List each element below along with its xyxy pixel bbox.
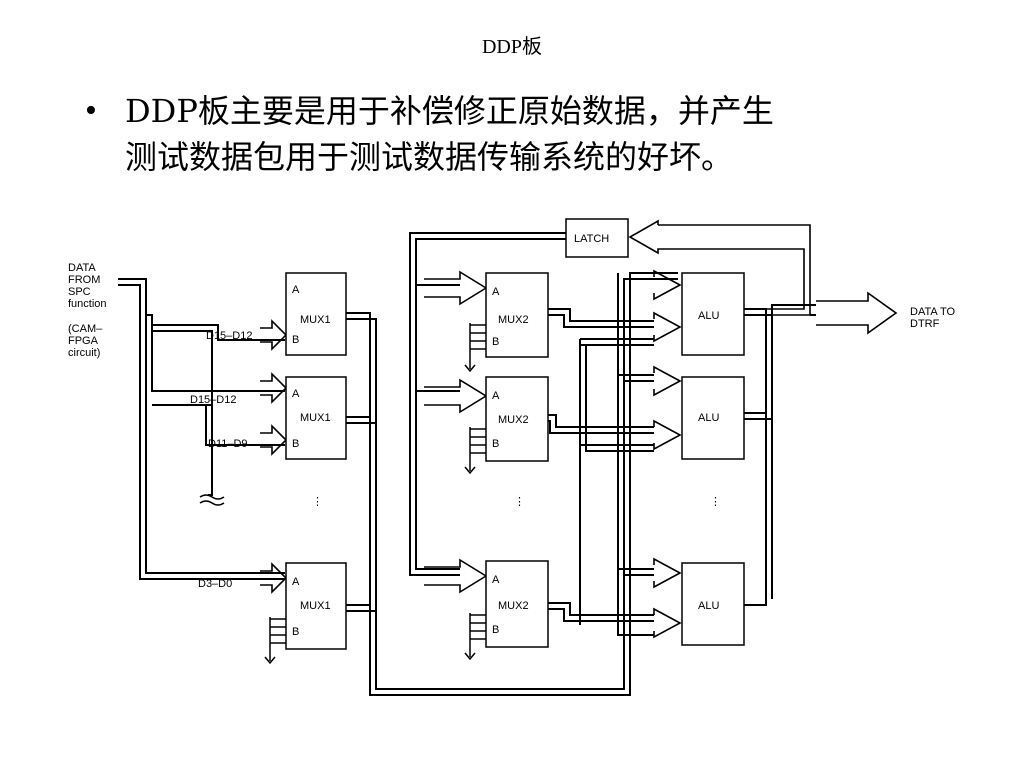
mux1-output-bus	[346, 272, 678, 696]
bus-label: D3–D0	[198, 578, 232, 590]
bus-label: D11–D9	[208, 438, 248, 450]
ground-icon	[464, 323, 486, 373]
mux1-block: A MUX1 B	[285, 272, 347, 356]
latch-block: LATCH	[565, 218, 629, 258]
port-a-label: A	[492, 574, 500, 586]
bullet-line-2: 测试数据包用于测试数据传输系统的好坏。	[125, 138, 734, 176]
ellipsis: ⋮	[514, 496, 525, 508]
mux2-input-arrows	[424, 270, 488, 594]
ground-icon	[464, 427, 486, 475]
port-a-label: A	[292, 284, 300, 296]
mux2-block: A MUX2 B	[485, 560, 549, 648]
port-a-label: A	[492, 286, 500, 298]
ellipsis: ⋮	[312, 496, 323, 508]
ground-icon	[264, 617, 286, 665]
ddp-block-diagram: DATA FROM SPC function (CAM– FPGA circui…	[68, 218, 955, 696]
bullet-text: DDP板主要是用于补偿修正原始数据，并产生 测试数据包用于测试数据传输系统的好坏…	[125, 88, 955, 180]
output-label-line: DTRF	[910, 318, 940, 330]
slide-title: DDP板	[481, 36, 542, 58]
port-b-label: B	[292, 334, 299, 346]
bus-label: D15–D12	[190, 394, 236, 406]
input-label-line: DATA	[68, 262, 96, 274]
alu-block: ALU	[681, 272, 745, 356]
alu-input-bus	[617, 273, 654, 636]
port-b-label: B	[492, 438, 499, 450]
mux1-label: MUX1	[300, 600, 331, 612]
ground-icon	[464, 613, 486, 661]
port-a-label: A	[292, 388, 300, 400]
bus-break-icon	[199, 494, 225, 506]
input-label-line: SPC	[68, 286, 91, 298]
input-label-line: FROM	[68, 274, 100, 286]
alu-input-arrows	[653, 269, 682, 639]
alu-label: ALU	[698, 310, 719, 322]
bus-label: D15–D12	[206, 330, 252, 342]
port-b-label: B	[292, 626, 299, 638]
port-a-label: A	[492, 390, 500, 402]
ellipsis: ⋮	[710, 496, 721, 508]
alu-block: ALU	[681, 562, 745, 646]
latch-feedback-arrow	[628, 219, 805, 310]
alu-label: ALU	[698, 600, 719, 612]
mux2-output-bus	[548, 308, 654, 625]
input-label-line: (CAM–	[68, 323, 103, 335]
bullet-line-1: DDP板主要是用于补偿修正原始数据，并产生	[125, 92, 774, 130]
latch-feedback-line	[658, 224, 811, 316]
alu-output-bus	[744, 304, 816, 606]
input-label: DATA FROM SPC function (CAM– FPGA circui…	[68, 262, 107, 359]
mux1-input-arrows	[260, 319, 288, 594]
input-label-line: FPGA	[68, 335, 99, 347]
output-label-line: DATA TO	[910, 306, 955, 318]
mux1-block: A MUX1 B	[285, 376, 347, 460]
alu-label: ALU	[698, 412, 719, 424]
mux2-label: MUX2	[498, 414, 529, 426]
input-label-line: function	[68, 298, 107, 310]
port-b-label: B	[292, 438, 299, 450]
mux2-block: A MUX2 B	[485, 272, 549, 358]
mux1-block: A MUX1 B	[285, 562, 347, 650]
input-label-line: circuit)	[68, 347, 100, 359]
mux2-block: A MUX2 B	[485, 376, 549, 462]
mux1-label: MUX1	[300, 314, 331, 326]
output-arrow	[816, 291, 898, 335]
latch-label: LATCH	[574, 233, 609, 245]
port-b-label: B	[492, 336, 499, 348]
latch-output-bus	[409, 232, 566, 576]
mux2-label: MUX2	[498, 314, 529, 326]
port-b-label: B	[492, 624, 499, 636]
port-a-label: A	[292, 576, 300, 588]
input-bus	[118, 278, 285, 580]
mux1-label: MUX1	[300, 412, 331, 424]
bullet-dot-icon: •	[85, 92, 97, 129]
alu-block: ALU	[681, 376, 745, 460]
mux2-label: MUX2	[498, 600, 529, 612]
